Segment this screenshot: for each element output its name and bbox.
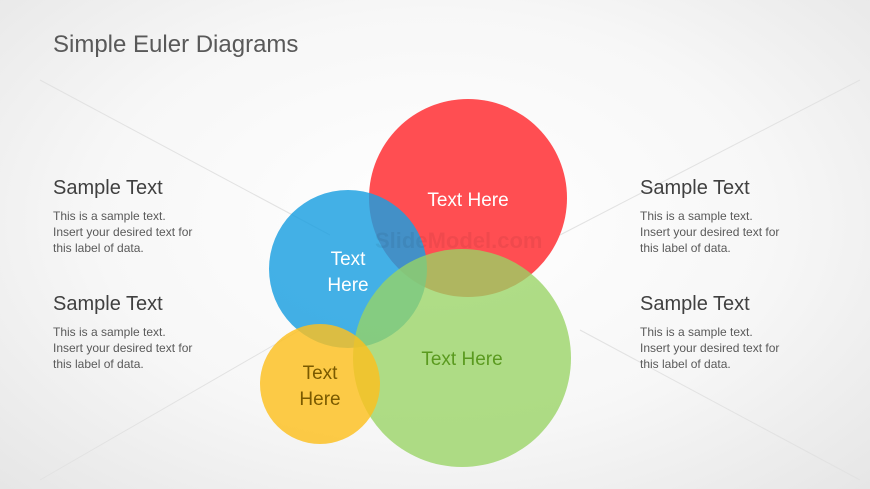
watermark-logo: SlideModel.com <box>375 228 542 253</box>
block-line: Insert your desired text for <box>640 225 780 239</box>
slide-title: Simple Euler Diagrams <box>53 31 299 58</box>
block-heading: Sample Text <box>640 177 750 199</box>
block-line: Insert your desired text for <box>53 341 193 355</box>
block-line: This is a sample text. <box>640 325 753 339</box>
block-heading: Sample Text <box>640 293 750 315</box>
block-heading: Sample Text <box>53 177 163 199</box>
block-line: this label of data. <box>53 241 144 255</box>
block-line: This is a sample text. <box>53 209 166 223</box>
right-top-text-block: Sample Text This is a sample text. Insert… <box>640 177 820 256</box>
block-line: This is a sample text. <box>53 325 166 339</box>
block-line: this label of data. <box>640 357 731 371</box>
block-line: This is a sample text. <box>640 209 753 223</box>
left-bottom-text-block: Sample Text This is a sample text. Insert… <box>53 293 233 372</box>
green-circle-label: Text Here <box>421 349 502 370</box>
block-line: this label of data. <box>640 241 731 255</box>
block-line: this label of data. <box>53 357 144 371</box>
left-top-text-block: Sample Text This is a sample text. Insert… <box>53 177 233 256</box>
background-lines <box>39 79 861 481</box>
block-line: Insert your desired text for <box>53 225 193 239</box>
yellow-circle <box>260 324 380 444</box>
yellow-circle-label-line2: Here <box>299 389 340 410</box>
green-circle <box>353 249 571 467</box>
block-line: Insert your desired text for <box>640 341 780 355</box>
blue-circle-label-line2: Here <box>327 275 368 296</box>
yellow-circle-label-line1: Text <box>303 363 339 384</box>
red-circle-label: Text Here <box>427 190 508 211</box>
block-heading: Sample Text <box>53 293 163 315</box>
right-bottom-text-block: Sample Text This is a sample text. Insert… <box>640 293 820 372</box>
blue-circle-label-line1: Text <box>331 249 367 270</box>
